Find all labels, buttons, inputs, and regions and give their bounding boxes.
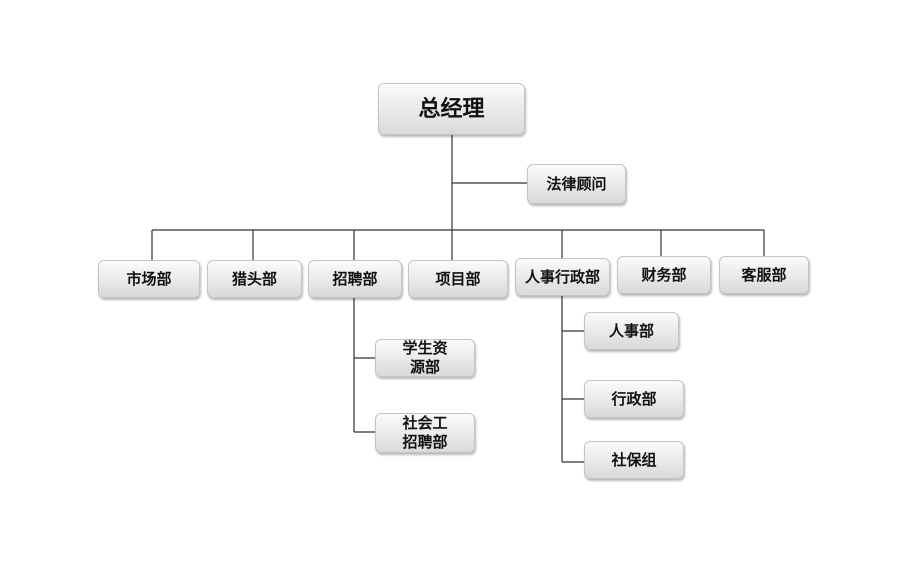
node-label: 财务部 bbox=[641, 265, 687, 284]
node-admin: 行政部 bbox=[584, 380, 684, 418]
node-label: 项目部 bbox=[435, 269, 481, 288]
node-label: 总经理 bbox=[418, 95, 485, 122]
node-dept-project: 项目部 bbox=[408, 260, 508, 298]
node-dept-headhunt: 猎头部 bbox=[207, 260, 302, 298]
node-dept-finance: 财务部 bbox=[617, 256, 711, 294]
node-dept-service: 客服部 bbox=[719, 256, 809, 294]
node-label: 猎头部 bbox=[231, 269, 277, 288]
node-hr: 人事部 bbox=[584, 312, 679, 350]
node-label: 人事部 bbox=[608, 321, 654, 340]
node-dept-recruit: 招聘部 bbox=[308, 260, 402, 298]
node-label: 行政部 bbox=[611, 389, 657, 408]
node-student-resources: 学生资源部 bbox=[375, 339, 475, 377]
node-social-recruitment: 社会工招聘部 bbox=[375, 413, 475, 453]
node-general-manager: 总经理 bbox=[378, 83, 525, 135]
node-label: 学生资源部 bbox=[402, 339, 448, 376]
node-label: 社保组 bbox=[611, 450, 657, 469]
node-label: 市场部 bbox=[126, 269, 172, 288]
node-dept-hradmin: 人事行政部 bbox=[515, 258, 610, 296]
node-label: 招聘部 bbox=[332, 269, 378, 288]
node-dept-market: 市场部 bbox=[98, 260, 200, 298]
node-legal-advisor: 法律顾问 bbox=[527, 164, 626, 204]
node-label: 法律顾问 bbox=[546, 174, 607, 193]
node-label: 社会工招聘部 bbox=[402, 414, 448, 451]
node-social-security: 社保组 bbox=[584, 441, 684, 479]
node-label: 客服部 bbox=[741, 265, 787, 284]
node-label: 人事行政部 bbox=[524, 267, 600, 286]
